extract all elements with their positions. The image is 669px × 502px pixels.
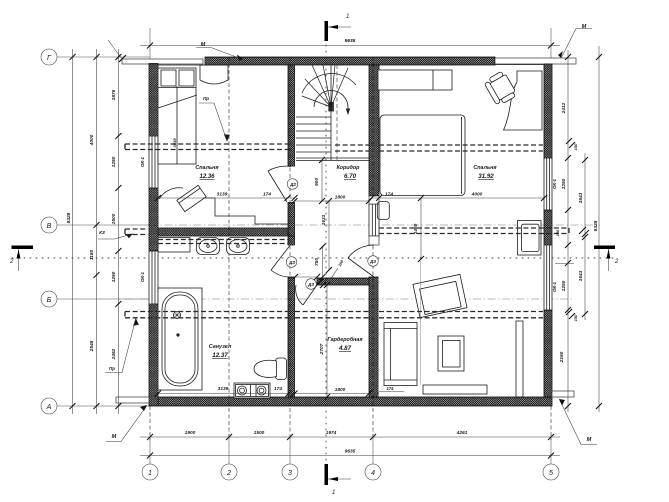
svg-text:9635: 9635 (345, 449, 356, 455)
svg-text:1180: 1180 (89, 250, 95, 261)
svg-text:8328: 8328 (593, 220, 599, 231)
svg-text:2160: 2160 (559, 351, 565, 363)
svg-text:М: М (112, 434, 117, 440)
svg-text:В: В (47, 221, 52, 230)
svg-text:ОК-1: ОК-1 (552, 281, 557, 292)
svg-text:174: 174 (387, 386, 395, 391)
svg-text:3139: 3139 (217, 192, 228, 198)
svg-text:1900: 1900 (185, 430, 196, 436)
svg-text:1460: 1460 (413, 223, 419, 234)
svg-text:1250: 1250 (561, 178, 567, 189)
svg-text:1250: 1250 (111, 271, 117, 282)
svg-text:12.37: 12.37 (212, 352, 228, 359)
svg-text:3: 3 (288, 468, 292, 477)
svg-text:1: 1 (346, 14, 349, 20)
svg-text:900: 900 (314, 178, 320, 186)
svg-text:1500: 1500 (111, 213, 117, 224)
svg-text:М: М (587, 437, 592, 443)
svg-text:Пр: Пр (109, 366, 115, 371)
svg-text:2: 2 (9, 259, 14, 265)
svg-text:Д3: Д3 (307, 282, 314, 287)
svg-text:9635: 9635 (345, 38, 356, 44)
svg-text:174: 174 (385, 192, 393, 198)
svg-text:Коридор: Коридор (337, 165, 361, 171)
svg-text:А: А (46, 402, 52, 411)
svg-text:174: 174 (274, 386, 282, 392)
svg-text:5: 5 (549, 468, 554, 477)
svg-text:1250: 1250 (111, 156, 117, 167)
svg-text:4.87: 4.87 (338, 345, 352, 352)
svg-text:150: 150 (573, 143, 578, 150)
svg-text:150: 150 (573, 314, 578, 321)
svg-text:1800: 1800 (335, 387, 346, 393)
svg-text:3939: 3939 (172, 138, 177, 148)
svg-text:Д3: Д3 (369, 259, 376, 264)
svg-text:1250: 1250 (561, 280, 567, 291)
svg-text:3139: 3139 (218, 386, 229, 392)
svg-text:4000: 4000 (89, 134, 95, 146)
svg-text:2: 2 (614, 259, 619, 265)
svg-text:Г: Г (47, 53, 52, 62)
svg-text:750: 750 (314, 258, 320, 266)
svg-text:4000: 4000 (471, 192, 483, 198)
svg-text:Д3: Д3 (288, 260, 295, 265)
svg-text:1643: 1643 (578, 192, 584, 203)
svg-text:8328: 8328 (66, 212, 72, 223)
svg-text:6.70: 6.70 (344, 173, 357, 180)
svg-text:Спальня: Спальня (195, 165, 219, 171)
svg-text:2452: 2452 (111, 348, 117, 360)
svg-text:Санузел: Санузел (209, 344, 232, 350)
svg-text:Гардеробная: Гардеробная (327, 336, 363, 343)
svg-text:2: 2 (226, 468, 231, 477)
svg-text:2548: 2548 (89, 340, 95, 352)
svg-text:КЗ: КЗ (99, 230, 105, 235)
svg-text:ОК-1: ОК-1 (140, 156, 145, 167)
svg-text:ОК-1: ОК-1 (140, 271, 145, 282)
svg-text:1800: 1800 (335, 195, 346, 201)
svg-text:Пр: Пр (203, 96, 209, 101)
svg-text:2412: 2412 (561, 102, 567, 114)
svg-text:100: 100 (337, 258, 345, 267)
svg-text:4261: 4261 (456, 430, 468, 436)
svg-text:М: М (201, 42, 206, 48)
svg-text:4: 4 (371, 468, 375, 477)
svg-text:Д2: Д2 (289, 182, 296, 187)
svg-text:31.92: 31.92 (478, 173, 494, 180)
svg-text:1: 1 (332, 490, 335, 496)
svg-text:1974: 1974 (326, 430, 337, 436)
svg-text:156: 156 (555, 229, 560, 236)
svg-text:Спальня: Спальня (473, 165, 497, 171)
svg-text:1643: 1643 (578, 270, 584, 281)
svg-text:1500: 1500 (254, 430, 265, 436)
svg-text:1876: 1876 (111, 89, 117, 100)
svg-text:12.36: 12.36 (199, 174, 215, 180)
svg-text:174: 174 (263, 192, 271, 198)
svg-text:1631: 1631 (321, 214, 327, 225)
svg-text:2707: 2707 (319, 343, 325, 355)
svg-text:Б: Б (47, 295, 52, 304)
svg-text:1: 1 (148, 468, 152, 477)
svg-text:М: М (582, 24, 587, 30)
svg-text:ОК-1: ОК-1 (552, 178, 557, 189)
